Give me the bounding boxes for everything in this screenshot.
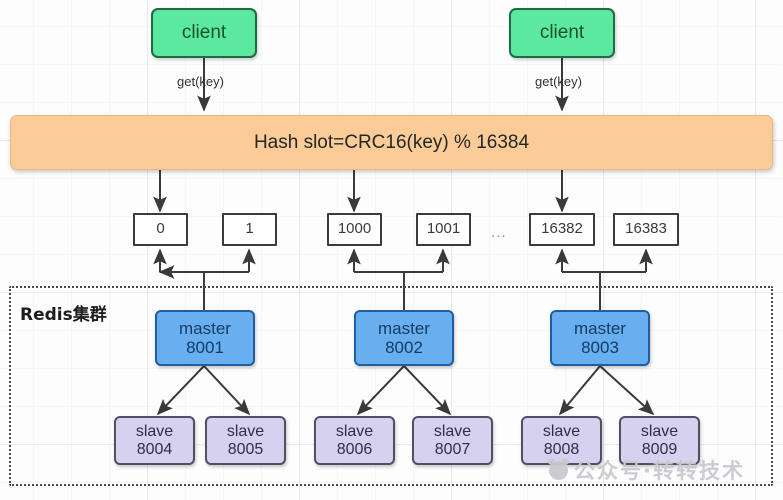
watermark-logo-icon: [548, 457, 569, 480]
slot-label: 16382: [541, 220, 583, 238]
slot-box-16383[interactable]: 16383: [613, 213, 679, 246]
client-node-1[interactable]: client: [151, 8, 257, 58]
master-node-8003[interactable]: master 8003: [550, 310, 650, 366]
slave-node-8009[interactable]: slave 8009: [619, 416, 700, 465]
slot-box-1[interactable]: 1: [222, 213, 277, 246]
watermark: 公众号·转转技术: [548, 455, 745, 485]
master-port: 8001: [186, 338, 224, 357]
slave-role: slave: [135, 422, 174, 440]
slave-role: slave: [640, 422, 679, 440]
master-node-8001[interactable]: master 8001: [155, 310, 255, 366]
slave-node-8006[interactable]: slave 8006: [314, 416, 395, 465]
slave-port: 8008: [543, 440, 580, 458]
slot-label: 16383: [625, 220, 667, 238]
slot-box-16382[interactable]: 16382: [529, 213, 595, 246]
slave-port: 8006: [336, 440, 373, 458]
slot-box-0[interactable]: 0: [133, 213, 188, 246]
watermark-text: 公众号·转转技术: [574, 459, 745, 483]
slave-port: 8005: [227, 440, 264, 458]
redis-cluster-label: Redis集群: [20, 305, 107, 325]
slave-node-8008[interactable]: slave 8008: [521, 416, 602, 465]
slave-port: 8004: [136, 440, 173, 458]
master-role: master: [574, 318, 626, 338]
slave-node-8007[interactable]: slave 8007: [412, 416, 493, 465]
edge-label-get-key-2: get(key): [535, 74, 582, 89]
slot-box-1001[interactable]: 1001: [416, 213, 471, 246]
master-port: 8003: [581, 338, 619, 357]
master-port: 8002: [385, 338, 423, 357]
redis-cluster-boundary: [9, 286, 773, 486]
slave-node-8005[interactable]: slave 8005: [205, 416, 286, 465]
hash-slot-formula: Hash slot=CRC16(key) % 16384: [253, 131, 530, 153]
client-label: client: [181, 22, 227, 44]
slave-role: slave: [542, 422, 581, 440]
client-node-2[interactable]: client: [509, 8, 615, 58]
client-label: client: [539, 22, 585, 44]
slave-role: slave: [226, 422, 265, 440]
slot-box-1000[interactable]: 1000: [327, 213, 382, 246]
hash-slot-bar: Hash slot=CRC16(key) % 16384: [10, 115, 773, 170]
slave-port: 8009: [641, 440, 678, 458]
slot-ellipsis: ...: [491, 224, 507, 241]
slave-role: slave: [433, 422, 472, 440]
slot-label: 1: [245, 220, 254, 238]
slave-port: 8007: [434, 440, 471, 458]
slot-label: 1001: [426, 220, 461, 238]
slave-node-8004[interactable]: slave 8004: [114, 416, 195, 465]
slave-role: slave: [335, 422, 374, 440]
master-role: master: [378, 318, 430, 338]
edge-label-get-key-1: get(key): [177, 74, 224, 89]
slot-label: 0: [156, 220, 165, 238]
master-node-8002[interactable]: master 8002: [354, 310, 454, 366]
slot-label: 1000: [337, 220, 372, 238]
master-role: master: [179, 318, 231, 338]
